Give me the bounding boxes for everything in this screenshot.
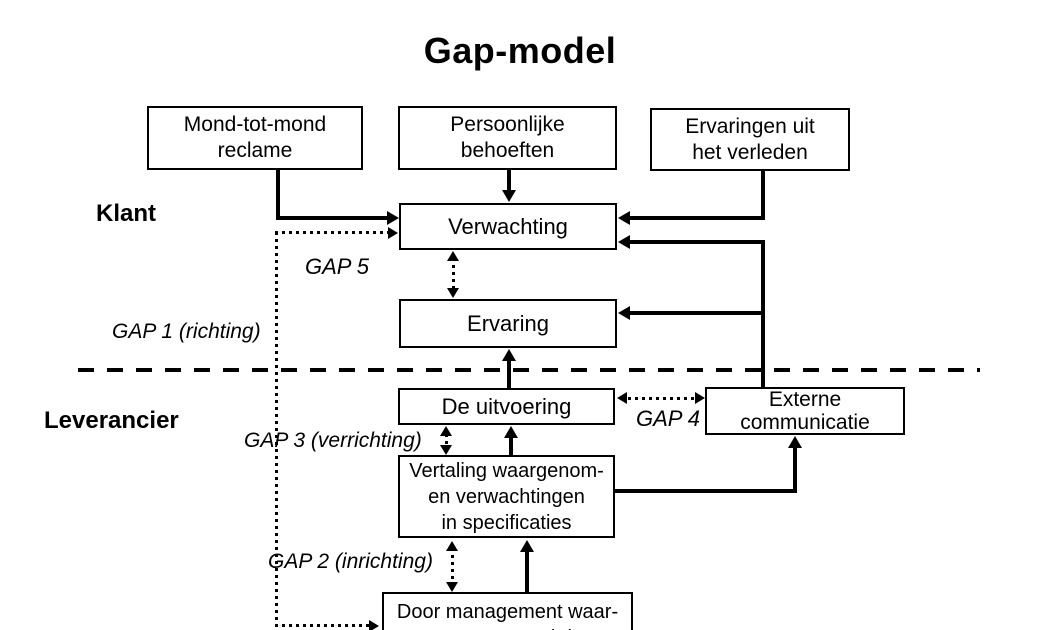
connector-past-experiences-horizontal-line [629, 216, 765, 220]
supplier-section-label: Leverancier [44, 407, 179, 434]
box-word-of-mouth: Mond-tot-mond reclame [147, 106, 363, 170]
gap2-dotted-arrowhead-up [446, 541, 458, 551]
box-translation-specifications: Vertaling waargenom- en verwachtingen in… [398, 455, 615, 538]
gap2-dotted-arrowhead-down [446, 582, 458, 592]
gap4-label: GAP 4 [636, 406, 700, 431]
gap5-dotted-arrowhead-down [447, 288, 459, 298]
gap3-label: GAP 3 (verrichting) [244, 429, 422, 452]
gap5-dotted-arrowhead-up [447, 251, 459, 261]
gap-feedback-to-management-arrowhead [369, 620, 379, 630]
box-delivery: De uitvoering [398, 388, 615, 425]
connector-past-experiences-vertical-line [761, 171, 765, 220]
connector-translation-to-external-comm-vertical-line [793, 448, 797, 493]
gap3-dotted-arrowhead-down [440, 445, 452, 455]
gap-feedback-dotted-vertical-line [275, 232, 278, 626]
connector-external-comm-to-expectation-arrowhead [618, 235, 630, 249]
box-expectation: Verwachting [399, 203, 617, 250]
connector-word-of-mouth-vertical-line [276, 170, 280, 220]
connector-delivery-to-experience-line [507, 360, 511, 388]
gap4-dotted-arrowhead-left [617, 392, 627, 404]
connector-delivery-to-experience-arrowhead [502, 349, 516, 361]
connector-word-of-mouth-to-expectation-arrowhead [387, 211, 399, 225]
gap-feedback-to-expectation-arrowhead [388, 227, 398, 239]
gap-feedback-dotted-top-line [275, 231, 388, 234]
connector-external-comm-vertical-line [761, 240, 765, 387]
box-personal-needs: Persoonlijke behoeften [398, 106, 617, 170]
connector-word-of-mouth-horizontal-line [276, 216, 388, 220]
connector-external-comm-to-experience-arrowhead [618, 306, 630, 320]
connector-past-experiences-to-expectation-arrowhead [618, 211, 630, 225]
connector-translation-to-external-comm-horizontal-line [615, 489, 797, 493]
diagram-title: Gap-model [423, 30, 617, 71]
gap5-label: GAP 5 [305, 254, 369, 279]
connector-management-to-translation-arrowhead [520, 540, 534, 552]
box-experience: Ervaring [399, 299, 617, 348]
connector-translation-to-external-comm-arrowhead [788, 436, 802, 448]
gap4-dotted-arrowhead-right [695, 392, 705, 404]
gap3-dotted-line [445, 434, 448, 448]
connector-personal-needs-to-expectation-arrowhead [502, 190, 516, 202]
connector-personal-needs-to-expectation-line [507, 170, 511, 192]
box-past-experiences: Ervaringen uit het verleden [650, 108, 850, 171]
gap4-dotted-line [628, 397, 696, 400]
connector-translation-to-delivery-arrowhead [504, 426, 518, 438]
gap2-label: GAP 2 (inrichting) [268, 550, 433, 573]
connector-management-to-translation-line [525, 551, 529, 593]
connector-translation-to-delivery-line [509, 437, 513, 457]
box-external-communication: Externe communicatie [705, 387, 905, 435]
connector-external-comm-to-experience-line [629, 311, 761, 315]
customer-section-label: Klant [96, 200, 156, 227]
box-management-perception: Door management waar- genomen verwachtin… [382, 592, 633, 630]
customer-supplier-divider-line [78, 368, 980, 372]
gap5-dotted-line [452, 258, 455, 290]
connector-external-comm-to-expectation-line [629, 240, 765, 244]
gap-feedback-dotted-bottom-line [275, 624, 369, 627]
gap1-label: GAP 1 (richting) [112, 320, 261, 343]
gap3-dotted-arrowhead-up [440, 426, 452, 436]
gap2-dotted-line [451, 548, 454, 585]
